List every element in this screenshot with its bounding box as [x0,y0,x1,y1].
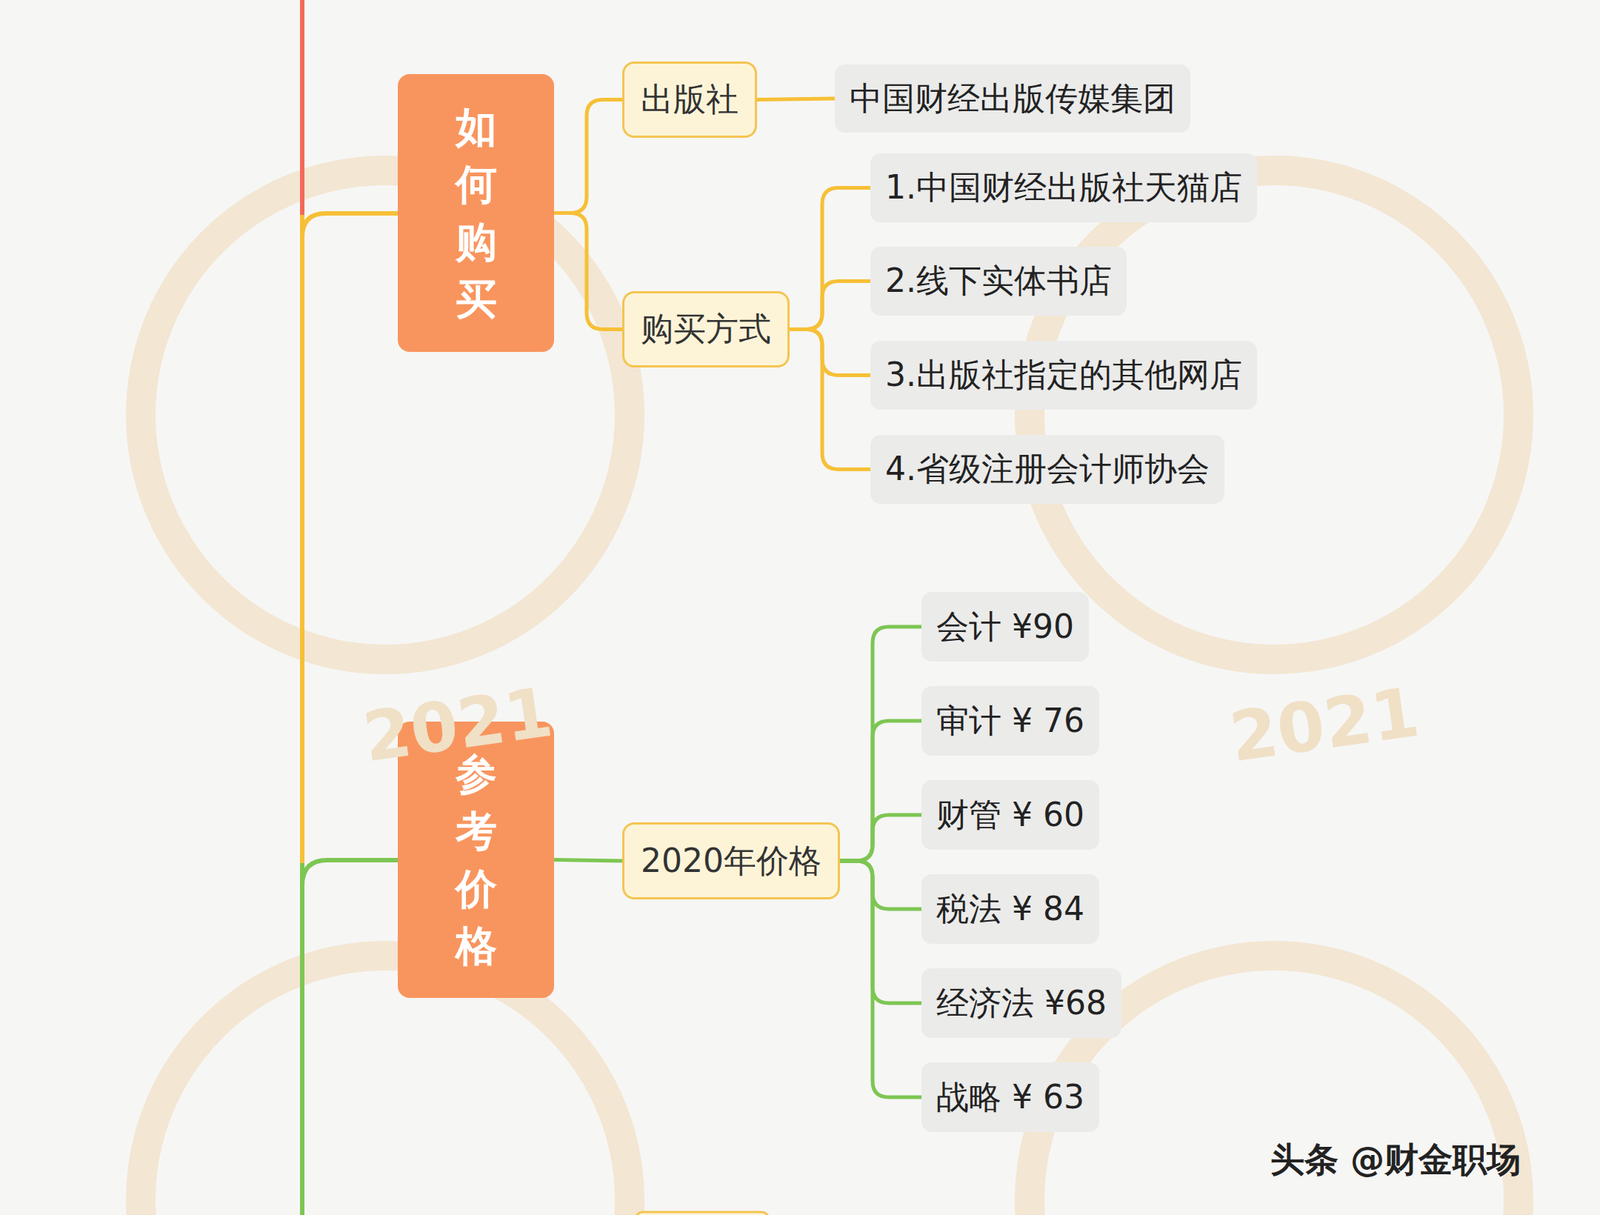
node-text: 购买方式 [640,307,772,352]
connector [840,860,922,909]
leaf-box: 中国财经出版传媒集团 [834,64,1191,133]
connector [840,720,922,861]
node-text: 4.省级注册会计师协会 [885,447,1210,492]
node-text: 2.线下实体书店 [885,259,1112,303]
watermark-text: 2021 [1225,672,1424,778]
topic-box: 如何购买 [397,74,555,352]
trunk-line [300,0,305,215]
node-text: 3.出版社指定的其他网店 [885,353,1243,398]
leaf-box: 2.线下实体书店 [870,246,1127,316]
connector [789,188,871,330]
branch-box: 购买方式 [622,291,790,368]
node-text: 税法 ¥ 84 [936,887,1085,932]
node-text: 参考价格 [455,745,498,975]
node-text: 审计 ¥ 76 [936,699,1085,743]
leaf-box: 4.省级注册会计师协会 [870,434,1225,504]
connector [789,329,871,470]
node-text: 中国财经出版传媒集团 [849,77,1176,121]
node-text: 财管 ¥ 60 [936,793,1085,838]
leaf-box: 会计 ¥90 [921,591,1089,662]
leaf-box: 税法 ¥ 84 [921,874,1100,944]
connector [554,860,623,862]
connector [840,626,922,861]
connector [554,213,623,330]
connector [757,98,835,100]
node-text: 出版社 [640,77,739,122]
node-text: 战略 ¥ 63 [936,1075,1085,1120]
leaf-box: 财管 ¥ 60 [921,780,1100,850]
leaf-box: 1.中国财经出版社天猫店 [870,153,1258,223]
branch-box: 2020年价格 [622,822,840,900]
leaf-box: 3.出版社指定的其他网店 [870,340,1258,410]
connector [554,100,623,214]
connector [789,281,871,330]
node-text: 如何购买 [455,98,498,328]
source-watermark: 头条 @财金职场 [1270,1137,1521,1183]
trunk-line [300,214,305,863]
node-text: 1.中国财经出版社天猫店 [885,165,1243,210]
node-text: 会计 ¥90 [936,605,1075,649]
leaf-box: 经济法 ¥68 [921,968,1122,1038]
leaf-box: 审计 ¥ 76 [921,685,1100,756]
cut-off-box [635,1211,769,1215]
connector [840,860,922,1003]
connector [840,814,922,861]
trunk-branch [302,860,398,886]
branch-box: 出版社 [622,61,758,138]
node-text: 经济法 ¥68 [936,981,1107,1026]
leaf-box: 战略 ¥ 63 [921,1062,1100,1132]
connector [789,329,871,376]
watermark-logo [140,170,1519,1215]
connector [840,860,922,1098]
trunk-line [300,862,305,1215]
node-text: 2020年价格 [640,839,822,883]
trunk-branch [302,213,398,238]
